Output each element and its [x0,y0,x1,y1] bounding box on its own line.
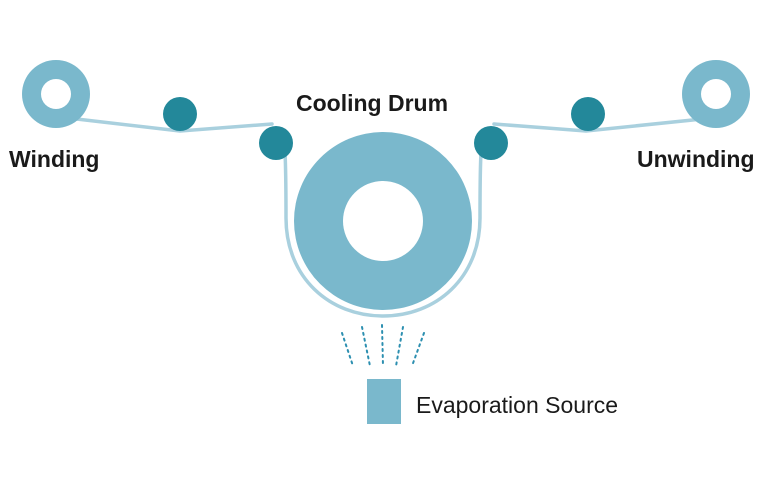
film-right-span [492,116,714,133]
unwinding-roll [682,60,750,128]
cooling-drum-label: Cooling Drum [296,90,449,116]
evaporation-source-block [367,379,401,424]
cooling-drum [294,132,472,310]
guide-roller-left-outer [163,97,197,131]
evaporation-source-label: Evaporation Source [416,392,619,418]
guide-roller-left-inner [259,126,293,160]
guide-roller-right-inner [474,126,508,160]
guide-roller-right-outer [571,97,605,131]
vapor-stream [341,324,425,367]
winding-label: Winding [9,146,100,172]
winding-roll [22,60,90,128]
film-drum-wrap [281,128,486,318]
unwinding-label: Unwinding [637,146,755,172]
